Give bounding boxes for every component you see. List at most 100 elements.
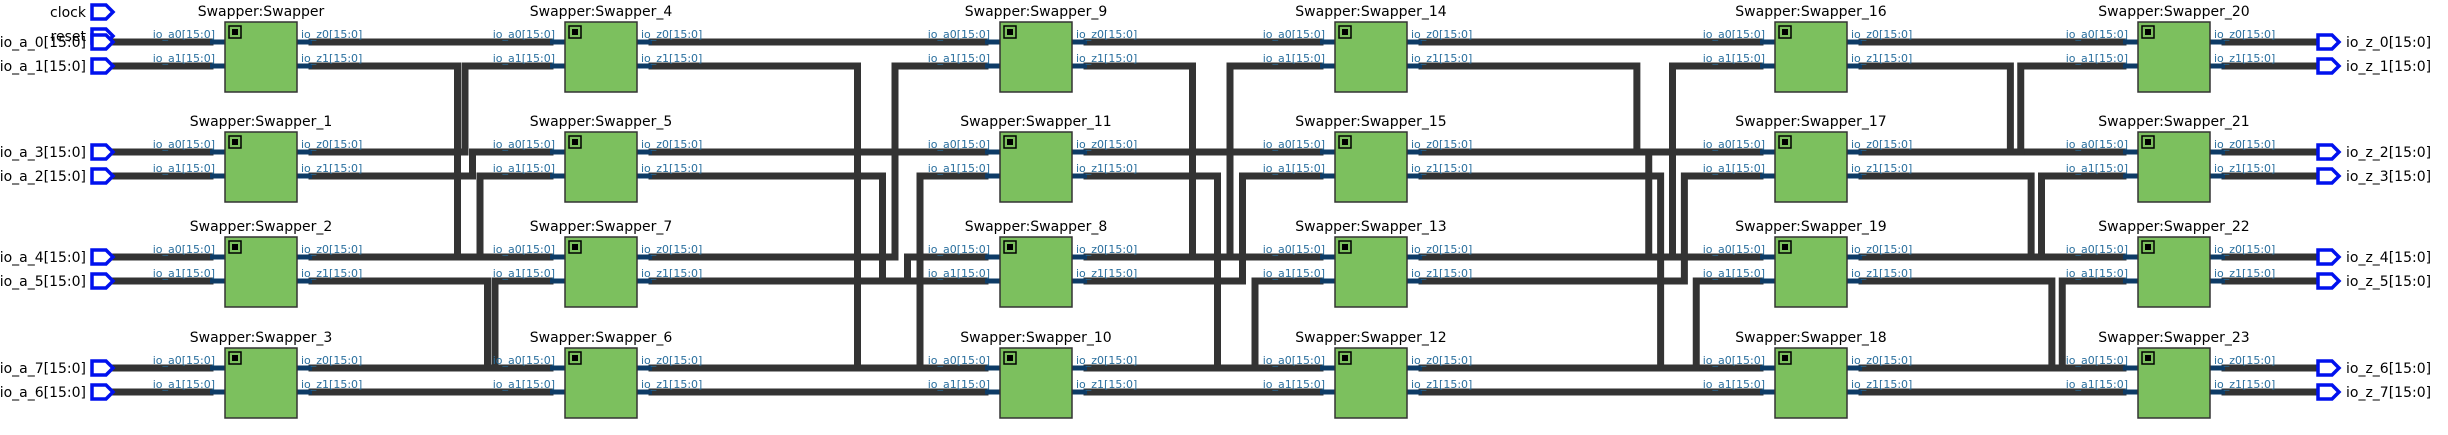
- port-label-a0: io_a0[15:0]: [928, 28, 990, 41]
- swapper-block[interactable]: Swapper:Swapper_4io_a0[15:0]io_a1[15:0]i…: [493, 4, 703, 93]
- swapper-block[interactable]: Swapper:Swapper_13io_a0[15:0]io_a1[15:0]…: [1263, 219, 1473, 308]
- wire-stage5-1: [1858, 62, 2127, 156]
- module-icon-core: [232, 244, 238, 250]
- input-port[interactable]: io_a_7[15:0]: [0, 359, 116, 377]
- swapper-block[interactable]: Swapper:Swapper_16io_a0[15:0]io_a1[15:0]…: [1703, 4, 1913, 93]
- swapper-block[interactable]: Swapper:Swapper_15io_a0[15:0]io_a1[15:0]…: [1263, 114, 1473, 203]
- input-pin-icon: [90, 167, 116, 185]
- swapper-box: [2137, 236, 2211, 308]
- block-title: Swapper:Swapper_4: [530, 4, 673, 20]
- input-pin-icon: [90, 272, 116, 290]
- input-port-label: clock: [50, 5, 87, 21]
- block-title: Swapper:Swapper_21: [2098, 114, 2249, 130]
- output-port[interactable]: io_z_0[15:0]: [2316, 33, 2431, 51]
- output-port[interactable]: io_z_6[15:0]: [2316, 359, 2431, 377]
- swapper-block[interactable]: Swapper:Swapper_9io_a0[15:0]io_a1[15:0]i…: [928, 4, 1138, 93]
- port-label-a0: io_a0[15:0]: [1703, 28, 1765, 41]
- swapper-block[interactable]: Swapper:Swapper_10io_a0[15:0]io_a1[15:0]…: [928, 330, 1138, 419]
- output-ports: io_z_0[15:0] io_z_1[15:0] io_z_2[15:0] io_z…: [2316, 33, 2431, 401]
- input-port-label: io_a_3[15:0]: [0, 145, 86, 161]
- port-label-a1: io_a1[15:0]: [153, 52, 215, 65]
- port-label-z0: io_z0[15:0]: [1851, 243, 1912, 256]
- swapper-block[interactable]: Swapper:Swapper_18io_a0[15:0]io_a1[15:0]…: [1703, 330, 1913, 419]
- output-pin-icon: [2316, 272, 2342, 290]
- output-port-label: io_z_7[15:0]: [2346, 385, 2431, 401]
- port-label-a0: io_a0[15:0]: [153, 138, 215, 151]
- module-icon-core: [1342, 139, 1348, 145]
- swapper-block[interactable]: Swapper:Swapper_19io_a0[15:0]io_a1[15:0]…: [1703, 219, 1913, 308]
- output-port[interactable]: io_z_3[15:0]: [2316, 167, 2431, 185]
- port-label-a0: io_a0[15:0]: [493, 138, 555, 151]
- output-pin-icon: [2316, 33, 2342, 51]
- input-port-label: io_a_7[15:0]: [0, 361, 86, 377]
- module-icon-core: [1782, 29, 1788, 35]
- block-title: Swapper:Swapper_3: [190, 330, 333, 346]
- port-label-z0: io_z0[15:0]: [2214, 354, 2275, 367]
- port-label-a0: io_a0[15:0]: [493, 354, 555, 367]
- module-icon: [228, 25, 242, 39]
- module-icon: [2141, 240, 2155, 254]
- swapper-block[interactable]: Swapper:Swapper_17io_a0[15:0]io_a1[15:0]…: [1703, 114, 1913, 203]
- block-title: Swapper:Swapper_8: [965, 219, 1108, 235]
- swapper-block[interactable]: Swapper:Swapper_12io_a0[15:0]io_a1[15:0]…: [1263, 330, 1473, 419]
- wire-stage4-5: [1418, 172, 1764, 285]
- swapper-block[interactable]: Swapper:Swapper_8io_a0[15:0]io_a1[15:0]i…: [928, 219, 1138, 308]
- wire-stage1-1: [308, 62, 554, 261]
- blocks: Swapper:Swapperio_a0[15:0]io_a1[15:0]io_…: [153, 4, 2276, 419]
- input-port-label: io_a_6[15:0]: [0, 385, 86, 401]
- output-pin-icon: [2316, 57, 2342, 75]
- module-icon: [228, 135, 242, 149]
- block-title: Swapper:Swapper_10: [960, 330, 1111, 346]
- port-label-a0: io_a0[15:0]: [2066, 243, 2128, 256]
- input-port[interactable]: clock: [50, 3, 116, 21]
- input-ports: clockresetio_a_0[15:0]io_a_1[15:0]io_a_3…: [0, 3, 116, 401]
- port-label-z1: io_z1[15:0]: [2214, 267, 2275, 280]
- output-port[interactable]: io_z_7[15:0]: [2316, 383, 2431, 401]
- output-port[interactable]: io_z_4[15:0]: [2316, 248, 2431, 266]
- swapper-block[interactable]: Swapper:Swapper_5io_a0[15:0]io_a1[15:0]i…: [493, 114, 703, 203]
- port-label-z1: io_z1[15:0]: [1851, 162, 1912, 175]
- swapper-block[interactable]: Swapper:Swapperio_a0[15:0]io_a1[15:0]io_…: [153, 4, 363, 93]
- input-port[interactable]: io_a_0[15:0]: [0, 33, 116, 51]
- swapper-block[interactable]: Swapper:Swapper_20io_a0[15:0]io_a1[15:0]…: [2066, 4, 2276, 93]
- output-port-label: io_z_5[15:0]: [2346, 274, 2431, 290]
- output-port[interactable]: io_z_2[15:0]: [2316, 143, 2431, 161]
- port-label-z1: io_z1[15:0]: [1076, 267, 1137, 280]
- swapper-block[interactable]: Swapper:Swapper_3io_a0[15:0]io_a1[15:0]i…: [153, 330, 363, 419]
- port-label-a1: io_a1[15:0]: [1263, 52, 1325, 65]
- output-port[interactable]: io_z_1[15:0]: [2316, 57, 2431, 75]
- port-label-z1: io_z1[15:0]: [1851, 52, 1912, 65]
- swapper-block[interactable]: Swapper:Swapper_23io_a0[15:0]io_a1[15:0]…: [2066, 330, 2276, 419]
- module-icon-core: [1342, 244, 1348, 250]
- output-pin-icon: [2316, 167, 2342, 185]
- output-port[interactable]: io_z_5[15:0]: [2316, 272, 2431, 290]
- swapper-block[interactable]: Swapper:Swapper_11io_a0[15:0]io_a1[15:0]…: [928, 114, 1138, 203]
- block-title: Swapper:Swapper_16: [1735, 4, 1886, 20]
- wire-stage2-5: [648, 253, 989, 285]
- module-icon: [1778, 25, 1792, 39]
- module-icon: [2141, 135, 2155, 149]
- input-pin-icon: [90, 383, 116, 401]
- module-icon-core: [1007, 355, 1013, 361]
- input-port[interactable]: io_a_6[15:0]: [0, 383, 116, 401]
- wire-stage5-5: [1858, 277, 2127, 372]
- input-port[interactable]: io_a_5[15:0]: [0, 272, 116, 290]
- block-title: Swapper:Swapper_12: [1295, 330, 1446, 346]
- swapper-block[interactable]: Swapper:Swapper_1io_a0[15:0]io_a1[15:0]i…: [153, 114, 363, 203]
- port-label-a1: io_a1[15:0]: [1263, 378, 1325, 391]
- port-label-z1: io_z1[15:0]: [1851, 378, 1912, 391]
- swapper-box: [564, 236, 638, 308]
- swapper-block[interactable]: Swapper:Swapper_21io_a0[15:0]io_a1[15:0]…: [2066, 114, 2276, 203]
- input-port[interactable]: io_a_3[15:0]: [0, 143, 116, 161]
- module-icon-core: [1342, 355, 1348, 361]
- swapper-block[interactable]: Swapper:Swapper_2io_a0[15:0]io_a1[15:0]i…: [153, 219, 363, 308]
- module-icon-core: [1007, 29, 1013, 35]
- swapper-block[interactable]: Swapper:Swapper_7io_a0[15:0]io_a1[15:0]i…: [493, 219, 703, 308]
- swapper-block[interactable]: Swapper:Swapper_22io_a0[15:0]io_a1[15:0]…: [2066, 219, 2276, 308]
- input-port[interactable]: io_a_1[15:0]: [0, 57, 116, 75]
- input-port[interactable]: io_a_2[15:0]: [0, 167, 116, 185]
- wire-stage2-3: [648, 172, 989, 285]
- swapper-block[interactable]: Swapper:Swapper_6io_a0[15:0]io_a1[15:0]i…: [493, 330, 703, 419]
- input-port[interactable]: io_a_4[15:0]: [0, 248, 116, 266]
- swapper-block[interactable]: Swapper:Swapper_14io_a0[15:0]io_a1[15:0]…: [1263, 4, 1473, 93]
